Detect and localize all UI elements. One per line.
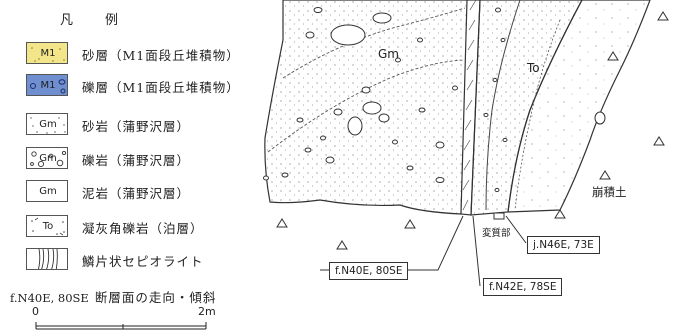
swatch-sandstone: Gm — [26, 113, 68, 135]
joint-leader — [505, 215, 527, 244]
sepiolite-hatching — [462, 0, 477, 211]
swatch-tuff-breccia: To — [26, 215, 68, 237]
tuff-pattern-icon — [31, 217, 65, 236]
scale-bar: 0 2m — [30, 305, 220, 333]
dot-pattern-icon — [31, 47, 65, 62]
sandstone-pattern-icon — [30, 117, 66, 134]
strike-dip-example: f.N40E, 80SE — [10, 291, 89, 305]
talus-label: 崩積土 — [592, 185, 627, 199]
fault-2-leader — [472, 215, 481, 287]
swatch-gravel-m1: M1 — [26, 74, 68, 96]
to-clasts — [483, 7, 508, 193]
swatch-sand-m1: M1 — [26, 42, 68, 64]
scale-start-label: 0 — [32, 305, 39, 318]
fault-1-callout: f.N40E, 80SE — [329, 262, 409, 280]
ground-triangles — [276, 11, 669, 250]
fault-2-callout: f.N42E, 78SE — [483, 278, 563, 296]
strike-dip-description: 断層面の走向・傾斜 — [94, 290, 217, 305]
legend: 凡例 M1 砂層（M1面段丘堆積物） M1 礫層（M1面段丘堆積物） — [0, 0, 270, 335]
talus-clast — [594, 111, 606, 125]
swatch-mudstone: Gm — [26, 180, 68, 202]
unit-label-to: To — [526, 61, 540, 75]
sepiolite-pattern-icon — [38, 249, 58, 269]
swatch-sepiolite — [26, 248, 68, 270]
conglomerate-pattern-icon — [30, 150, 67, 168]
gm-clasts — [263, 7, 458, 183]
strike-dip-legend: f.N40E, 80SE 断層面の走向・傾斜 — [10, 287, 216, 306]
scale-bar-graphic — [35, 322, 207, 330]
alteration-label: 変質部 — [482, 228, 511, 239]
gravel-pattern-icon — [30, 79, 66, 94]
unit-label-gm: Gm — [378, 47, 399, 61]
alteration-zone — [493, 212, 505, 220]
swatch-conglomerate: Gm — [26, 147, 68, 169]
scale-end-label: 2m — [198, 305, 216, 318]
joint-callout: j.N46E, 73E — [527, 236, 600, 254]
talus-deposit — [507, 0, 651, 213]
legend-title: 凡例 — [60, 13, 121, 28]
